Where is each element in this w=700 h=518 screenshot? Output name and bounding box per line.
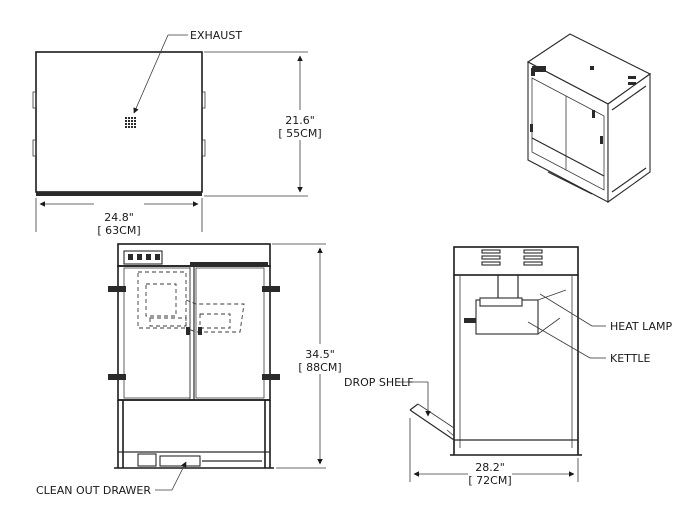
side-width-cm: [ 72CM] [468,474,511,487]
height-cm: [ 88CM] [298,361,341,374]
kettle-label: KETTLE [610,352,651,365]
width-inches: 24.8" [104,211,134,224]
clean-out-drawer-label: CLEAN OUT DRAWER [36,484,151,497]
side-view: HEAT LAMP KETTLE DROP SHELF 28.2" [ 72CM… [344,246,673,487]
side-width-inches: 28.2" [475,461,505,474]
isometric-view [526,33,652,204]
height-inches: 34.5" [305,348,335,361]
depth-cm: [ 55CM] [278,127,321,140]
depth-inches: 21.6" [285,114,315,127]
heat-lamp-label: HEAT LAMP [610,320,673,333]
front-view: 34.5" [ 88CM] CLEAN OUT DRAWER [36,243,342,497]
exhaust-vent-holes [125,117,136,128]
top-view: EXHAUST 21.6" [ 55CM] 24.8" [ 63CM] [32,29,322,237]
exhaust-label: EXHAUST [190,29,242,42]
drop-shelf-label: DROP SHELF [344,376,414,389]
width-cm: [ 63CM] [97,224,140,237]
